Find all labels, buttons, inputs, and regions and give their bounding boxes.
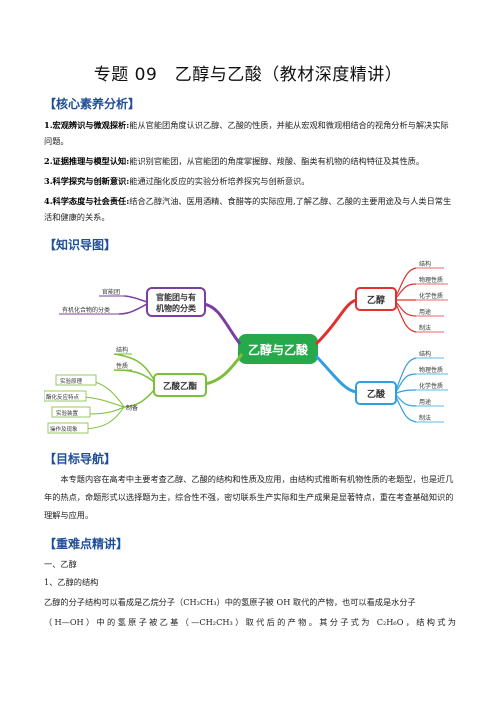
core-item-label: 2.证据推理与模型认知:: [44, 156, 130, 166]
acid-leaves: 结构 物理性质 化学性质 用途 制法: [395, 350, 448, 423]
mindmap-leaf: 性质: [116, 362, 128, 370]
core-item-3: 3.科学探究与创新意识:能通过酯化反应的实验分析培养探究与创新意识。: [44, 173, 456, 189]
ethanol-leaves: 结构 物理性质 化学性质 用途 制法: [395, 260, 448, 333]
keypoint-paragraph-line-2: （H—OH）中的氢原子被乙基（—CH₂CH₃）取代后的产物。其分子式为 C₂H₆…: [44, 617, 456, 627]
mindmap-node-acid-label: 乙酸: [367, 388, 386, 400]
core-item-2: 2.证据推理与模型认知:能识别官能团，从官能团的角度掌握醇、羧酸、酯类有机物的结…: [44, 153, 456, 169]
mindmap-leaf: 官能团: [102, 288, 120, 296]
core-item-text: 结合乙醇汽油、医用酒精、食醋等的实际应用,了解乙醇、乙酸的主要用途及与人类日常生…: [44, 196, 452, 222]
mindmap-connector: [395, 389, 417, 394]
mindmap-subleaf-box: [47, 422, 89, 434]
core-item-label: 3.科学探究与创新意识:: [44, 176, 130, 186]
mindmap-connector: [118, 303, 148, 315]
mindmap-connector: [395, 357, 417, 391]
mindmap-leaf: 物理性质: [419, 366, 443, 374]
core-item-label: 4.科学态度与社会责任:: [44, 196, 130, 206]
mindmap-connector: [203, 302, 242, 345]
mindmap-leaf: 有机化合物的分类: [62, 306, 110, 314]
mindmap-connector: [395, 394, 417, 407]
section-core-literacy: 【核心素养分析】: [44, 97, 141, 111]
mindmap-center-node: [238, 334, 318, 364]
mindmap-connector: [395, 373, 417, 393]
mindmap-node-ethanol: [355, 287, 397, 311]
mindmap-connector: [203, 353, 244, 386]
mindmap-leaf: 制法: [419, 414, 431, 422]
mindmap-connector: [123, 295, 148, 303]
mindmap-node-ester: [153, 373, 207, 397]
mindmap-leaf: 化学性质: [419, 292, 443, 300]
mindmap-connector: [395, 301, 417, 317]
mindmap-leaf: 化学性质: [419, 382, 443, 390]
mindmap-connector: [83, 406, 125, 430]
mindmap-connector: [93, 381, 125, 408]
mindmap-subleaf: 酯化反应特点: [46, 393, 80, 401]
mindmap-subleaf: 实验装置: [56, 409, 79, 417]
mindmap-center-label: 乙醇与乙酸: [248, 342, 309, 357]
core-item-1: 1.宏观辨识与微观探析:能从官能团角度认识乙醇、乙酸的性质，并能从宏观和微观相结…: [44, 117, 456, 149]
mindmap-subleaf-box: [51, 406, 91, 418]
mindmap-connector: [395, 267, 417, 297]
mindmap-connector: [395, 396, 417, 423]
mindmap-leaf: 物理性质: [419, 276, 443, 284]
keypoint-heading-1: 一、乙醇: [44, 559, 77, 569]
mindmap-leaf: 结构: [419, 350, 431, 358]
core-item-text: 能通过酯化反应的实验分析培养探究与创新意识。: [129, 176, 310, 186]
section-keypoints: 【重难点精讲】: [44, 537, 129, 551]
section-goal: 【目标导航】: [44, 452, 117, 466]
mindmap-connector: [395, 283, 417, 299]
mindmap-subleaf: 实验原理: [60, 377, 83, 385]
section-mindmap: 【知识导图】: [44, 238, 117, 252]
mindmap-connector: [88, 406, 125, 415]
mindmap-leaf: 制法: [419, 324, 431, 332]
mindmap-connector: [314, 354, 357, 394]
mindmap-subleaf-box: [44, 390, 87, 402]
mindmap-connector: [123, 389, 155, 408]
mindmap-connector: [83, 396, 125, 408]
mindmap-leaf: 用途: [419, 308, 431, 316]
goal-paragraph: 本专题内容在高考中主要考查乙醇、乙酸的结构和性质及应用，由结构式推断有机物性质的…: [44, 474, 454, 520]
mindmap-node-ester-label: 乙酸乙酯: [163, 381, 198, 392]
keypoint-heading-2: 1、乙醇的结构: [44, 577, 99, 587]
mindmap-connector: [395, 303, 417, 333]
mindmap-leaf: 结构: [419, 260, 431, 268]
mindmap-leaf: 结构: [116, 346, 128, 354]
mindmap-leaf: 用途: [419, 398, 431, 406]
core-item-4: 4.科学态度与社会责任:结合乙醇汽油、医用酒精、食醋等的实际应用,了解乙醇、乙酸…: [44, 193, 456, 225]
mindmap-node-functional-line2: 机物的分类: [156, 303, 196, 313]
mind-map: 乙醇与乙酸 官能团与有 机物的分类 官能团 有机化合物的分类 乙酸乙酯 结构 性…: [44, 260, 448, 434]
mindmap-connector: [113, 353, 155, 381]
mindmap-node-ethanol-label: 乙醇: [367, 294, 385, 306]
mindmap-connector: [314, 298, 357, 346]
mindmap-subleaf: 操作及现象: [50, 425, 78, 433]
core-item-text: 能识别官能团，从官能团的角度掌握醇、羧酸、酯类有机物的结构特征及其性质。: [129, 156, 425, 166]
mindmap-node-functional-line1: 官能团与有: [156, 292, 196, 302]
mindmap-subleaf-box: [55, 374, 97, 386]
core-item-text: 能从官能团角度认识乙醇、乙酸的性质，并能从宏观和微观相结合的视角分析与解决实际问…: [44, 120, 449, 146]
page-title: 专题 09 乙醇与乙酸（教材深度精讲）: [93, 65, 403, 85]
mindmap-leaf: 制备: [126, 404, 138, 412]
core-item-label: 1.宏观辨识与微观探析:: [44, 120, 130, 130]
keypoint-paragraph-line-1: 乙醇的分子结构可以看成是乙烷分子（CH₃CH₃）中的氢原子被 OH 取代的产物，…: [44, 597, 416, 607]
